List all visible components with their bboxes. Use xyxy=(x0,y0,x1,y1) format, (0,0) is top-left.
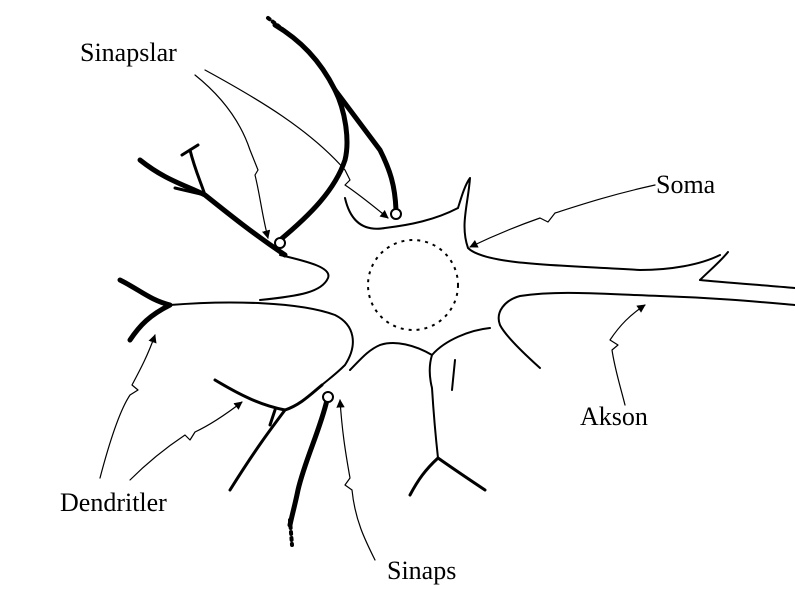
label-synapses: Sinapslar xyxy=(80,38,177,67)
label-soma: Soma xyxy=(656,170,716,199)
label-axon: Akson xyxy=(580,402,648,431)
arrow-synapse xyxy=(336,399,376,561)
arrow-synapses-b xyxy=(204,69,389,219)
label-dendrites: Dendritler xyxy=(60,488,167,517)
axon-terminal-top-a xyxy=(272,22,350,243)
axon-terminal-top-dots xyxy=(266,16,292,37)
soma-outline xyxy=(169,177,795,459)
arrow-soma xyxy=(469,184,656,248)
arrow-synapses-a xyxy=(194,74,271,239)
nucleus xyxy=(367,239,459,331)
dendrite-upper-left-branch xyxy=(173,143,207,197)
axon-terminal-bottom-dots xyxy=(288,518,294,547)
dendrite-left xyxy=(117,277,173,343)
label-synapse: Sinaps xyxy=(387,556,457,585)
synapse-bouton-top-b xyxy=(390,208,402,220)
axon-terminal-bottom xyxy=(287,397,330,528)
arrow-dendrites-a xyxy=(99,334,157,479)
arrow-dendrites-b xyxy=(129,401,243,481)
dendrite-bottom xyxy=(408,456,487,497)
dendrite-lower-left xyxy=(213,378,324,492)
dendrite-upper-left xyxy=(137,157,288,258)
axon-terminal-top-b xyxy=(332,87,399,213)
axon-hillock xyxy=(699,251,729,281)
synapse-bouton-top-a xyxy=(274,237,286,249)
synapse-bouton-bottom xyxy=(322,391,334,403)
arrow-axon xyxy=(609,304,646,406)
